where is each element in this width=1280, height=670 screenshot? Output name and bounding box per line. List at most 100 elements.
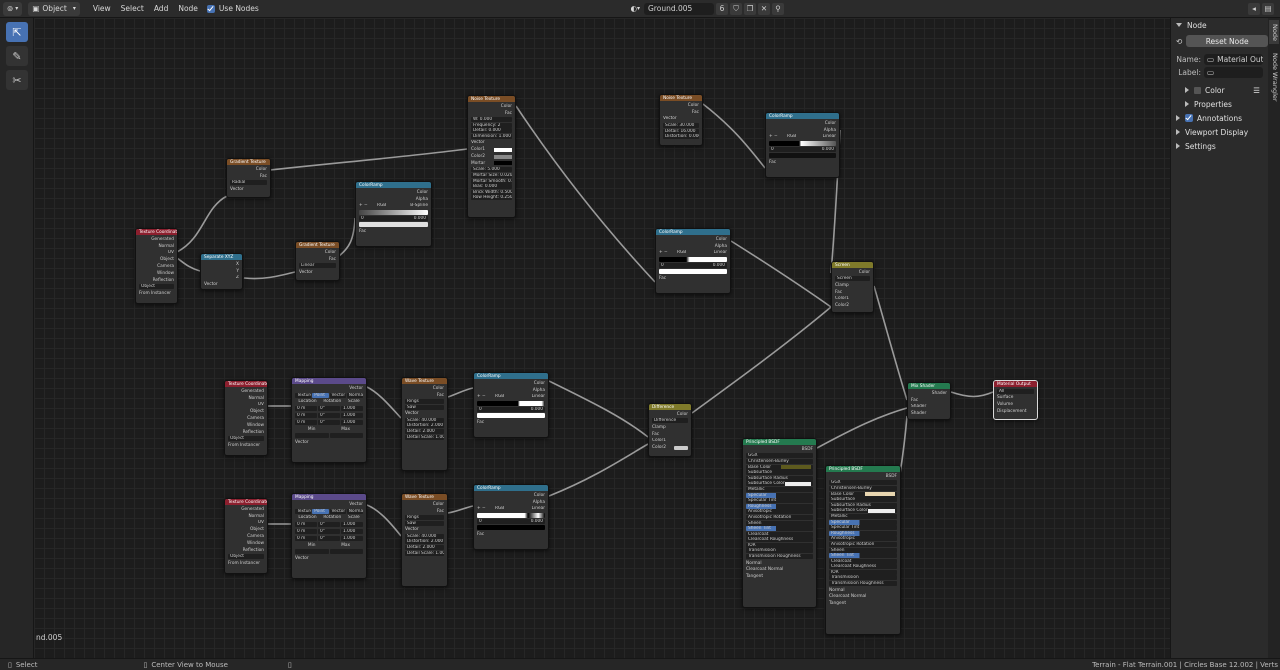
param-field[interactable]: Mortar Smooth: 0.100 bbox=[471, 178, 512, 184]
add-stop-icon[interactable]: + bbox=[359, 203, 363, 209]
param-field[interactable]: Frequency: 2 bbox=[471, 122, 512, 128]
pin-icon[interactable]: ⚲ bbox=[772, 2, 784, 15]
output-socket[interactable]: Fac bbox=[504, 110, 512, 116]
color2-socket[interactable]: Color2 bbox=[471, 153, 512, 160]
stop-color-swatch[interactable] bbox=[659, 269, 727, 275]
node-header[interactable]: Principled BSDF bbox=[743, 439, 816, 445]
ramp-color-mode[interactable]: RGB bbox=[676, 250, 687, 256]
output-socket[interactable]: Normal bbox=[158, 243, 174, 249]
texture-coordinate-node[interactable]: Texture Coordinate Generated Normal UV O… bbox=[224, 498, 268, 574]
rotation-y-field[interactable]: 0° bbox=[318, 529, 340, 535]
from-instancer-checkbox[interactable]: From Instancer bbox=[139, 290, 172, 296]
node-header[interactable]: Difference bbox=[649, 404, 691, 410]
input-socket[interactable]: Surface bbox=[997, 395, 1014, 401]
node-header[interactable]: Mapping bbox=[292, 378, 366, 384]
distribution-dropdown[interactable]: GGX bbox=[746, 453, 813, 459]
color1-swatch[interactable] bbox=[494, 147, 512, 152]
annotate-tool-button[interactable]: ✎ bbox=[6, 46, 28, 66]
node-header[interactable]: Principled BSDF bbox=[826, 466, 900, 472]
param-field[interactable]: Detail: 0.000 bbox=[471, 128, 512, 134]
output-socket[interactable]: Color bbox=[324, 249, 336, 255]
output-socket[interactable]: UV bbox=[257, 520, 264, 526]
input-socket[interactable]: Vector bbox=[471, 140, 485, 146]
bsdf-param[interactable]: Anisotropic bbox=[829, 536, 897, 542]
brick-texture-node[interactable]: Noise Texture Color Fac W: 0.000 Frequen… bbox=[467, 95, 516, 218]
input-socket[interactable]: Vector bbox=[405, 411, 419, 417]
param-field[interactable]: Scale: 40.000 bbox=[405, 417, 444, 423]
input-socket[interactable]: Fac bbox=[477, 420, 485, 426]
max-values[interactable] bbox=[329, 549, 363, 555]
param-field[interactable]: W: 0.000 bbox=[471, 117, 512, 123]
max-checkbox[interactable]: Max bbox=[341, 426, 351, 432]
output-socket[interactable]: Alpha bbox=[823, 127, 836, 133]
bsdf-param[interactable]: Roughness bbox=[829, 530, 897, 536]
bsdf-param[interactable]: IOR bbox=[829, 569, 897, 575]
output-socket[interactable]: Alpha bbox=[532, 499, 545, 505]
output-socket[interactable]: BSDF bbox=[801, 446, 813, 452]
location-x-field[interactable]: 0 m bbox=[295, 406, 317, 412]
node-header[interactable]: Noise Texture bbox=[660, 95, 702, 101]
scale-z-field[interactable]: 1.000 bbox=[341, 419, 363, 425]
wave-type-dropdown[interactable]: Rings bbox=[405, 515, 444, 521]
input-socket[interactable]: Tangent bbox=[829, 601, 847, 607]
node-canvas[interactable]: Texture Coordinate Generated Normal UV O… bbox=[34, 18, 1170, 658]
add-stop-icon[interactable]: + bbox=[477, 506, 481, 512]
subsurface-method-dropdown[interactable]: Christensen-Burley bbox=[746, 458, 813, 464]
bsdf-param[interactable]: Clearcoat Roughness bbox=[829, 564, 897, 570]
node-header[interactable]: ColorRamp bbox=[356, 182, 431, 188]
output-socket[interactable]: Fac bbox=[259, 173, 267, 179]
output-socket[interactable]: Window bbox=[247, 540, 264, 546]
input-socket[interactable]: Vector bbox=[295, 556, 309, 562]
location-y-field[interactable]: 0 m bbox=[295, 529, 317, 535]
node-header[interactable]: Texture Coordinate bbox=[225, 381, 267, 387]
object-field[interactable]: Object bbox=[228, 554, 264, 560]
overlay-icon[interactable]: ▤ bbox=[1262, 2, 1274, 15]
texture-coordinate-node[interactable]: Texture Coordinate Generated Normal UV O… bbox=[224, 380, 268, 456]
output-socket[interactable]: Color bbox=[858, 269, 870, 275]
remove-stop-icon[interactable]: − bbox=[481, 506, 486, 512]
output-socket[interactable]: Object bbox=[250, 527, 264, 533]
subsurface-color-field[interactable]: Subsurface Color bbox=[746, 481, 813, 487]
input-socket[interactable]: Normal bbox=[829, 587, 845, 593]
bsdf-param[interactable]: Sheen bbox=[746, 520, 813, 526]
remove-stop-icon[interactable]: − bbox=[481, 394, 486, 400]
input-socket[interactable]: Vector bbox=[204, 282, 218, 288]
bsdf-param[interactable]: Clearcoat Roughness bbox=[746, 537, 813, 543]
add-stop-icon[interactable]: + bbox=[477, 394, 481, 400]
output-socket[interactable]: Reflection bbox=[242, 429, 264, 435]
bsdf-param[interactable]: Anisotropic Rotation bbox=[746, 514, 813, 520]
output-socket[interactable]: Z bbox=[236, 275, 239, 281]
menu-select[interactable]: Select bbox=[120, 4, 144, 13]
output-socket[interactable]: Object bbox=[160, 257, 174, 263]
param-field[interactable]: Distortion: 2.000 bbox=[405, 423, 444, 429]
param-field[interactable]: Distortion: 2.000 bbox=[405, 539, 444, 545]
fake-user-icon[interactable]: ⛉ bbox=[730, 2, 742, 15]
output-socket[interactable]: Color bbox=[676, 411, 688, 417]
output-socket[interactable]: Color bbox=[416, 189, 428, 195]
mix-difference-node[interactable]: Difference Color Difference Clamp Fac Co… bbox=[648, 403, 692, 457]
output-socket[interactable]: Color bbox=[255, 166, 267, 172]
stop-color-swatch[interactable] bbox=[477, 525, 545, 531]
bsdf-param[interactable]: Sheen bbox=[829, 547, 897, 553]
wave-profile-dropdown[interactable]: Saw bbox=[405, 404, 444, 410]
stop-color-swatch[interactable] bbox=[477, 413, 545, 419]
bsdf-param[interactable]: Sheen Tint bbox=[746, 526, 813, 532]
rotation-z-field[interactable]: 0° bbox=[318, 419, 340, 425]
bsdf-param[interactable]: Subsurface Radius bbox=[746, 475, 813, 481]
remove-stop-icon[interactable]: − bbox=[773, 134, 778, 140]
wave-texture-node[interactable]: Wave Texture Color Fac Rings Saw Vector … bbox=[401, 493, 448, 587]
rotation-z-field[interactable]: 0° bbox=[318, 535, 340, 541]
bsdf-param[interactable]: Transmission Roughness bbox=[829, 581, 897, 587]
scale-z-field[interactable]: 1.000 bbox=[341, 535, 363, 541]
ramp-interpolation[interactable]: Linear bbox=[713, 250, 727, 256]
output-socket[interactable]: Color bbox=[533, 380, 545, 386]
color-ramp-gradient[interactable] bbox=[359, 210, 428, 216]
scale-y-field[interactable]: 1.000 bbox=[341, 413, 363, 419]
bsdf-param[interactable]: Specular bbox=[746, 492, 813, 498]
blend-mode-dropdown[interactable]: Difference bbox=[652, 418, 688, 424]
bsdf-param[interactable]: Sheen Tint bbox=[829, 553, 897, 559]
